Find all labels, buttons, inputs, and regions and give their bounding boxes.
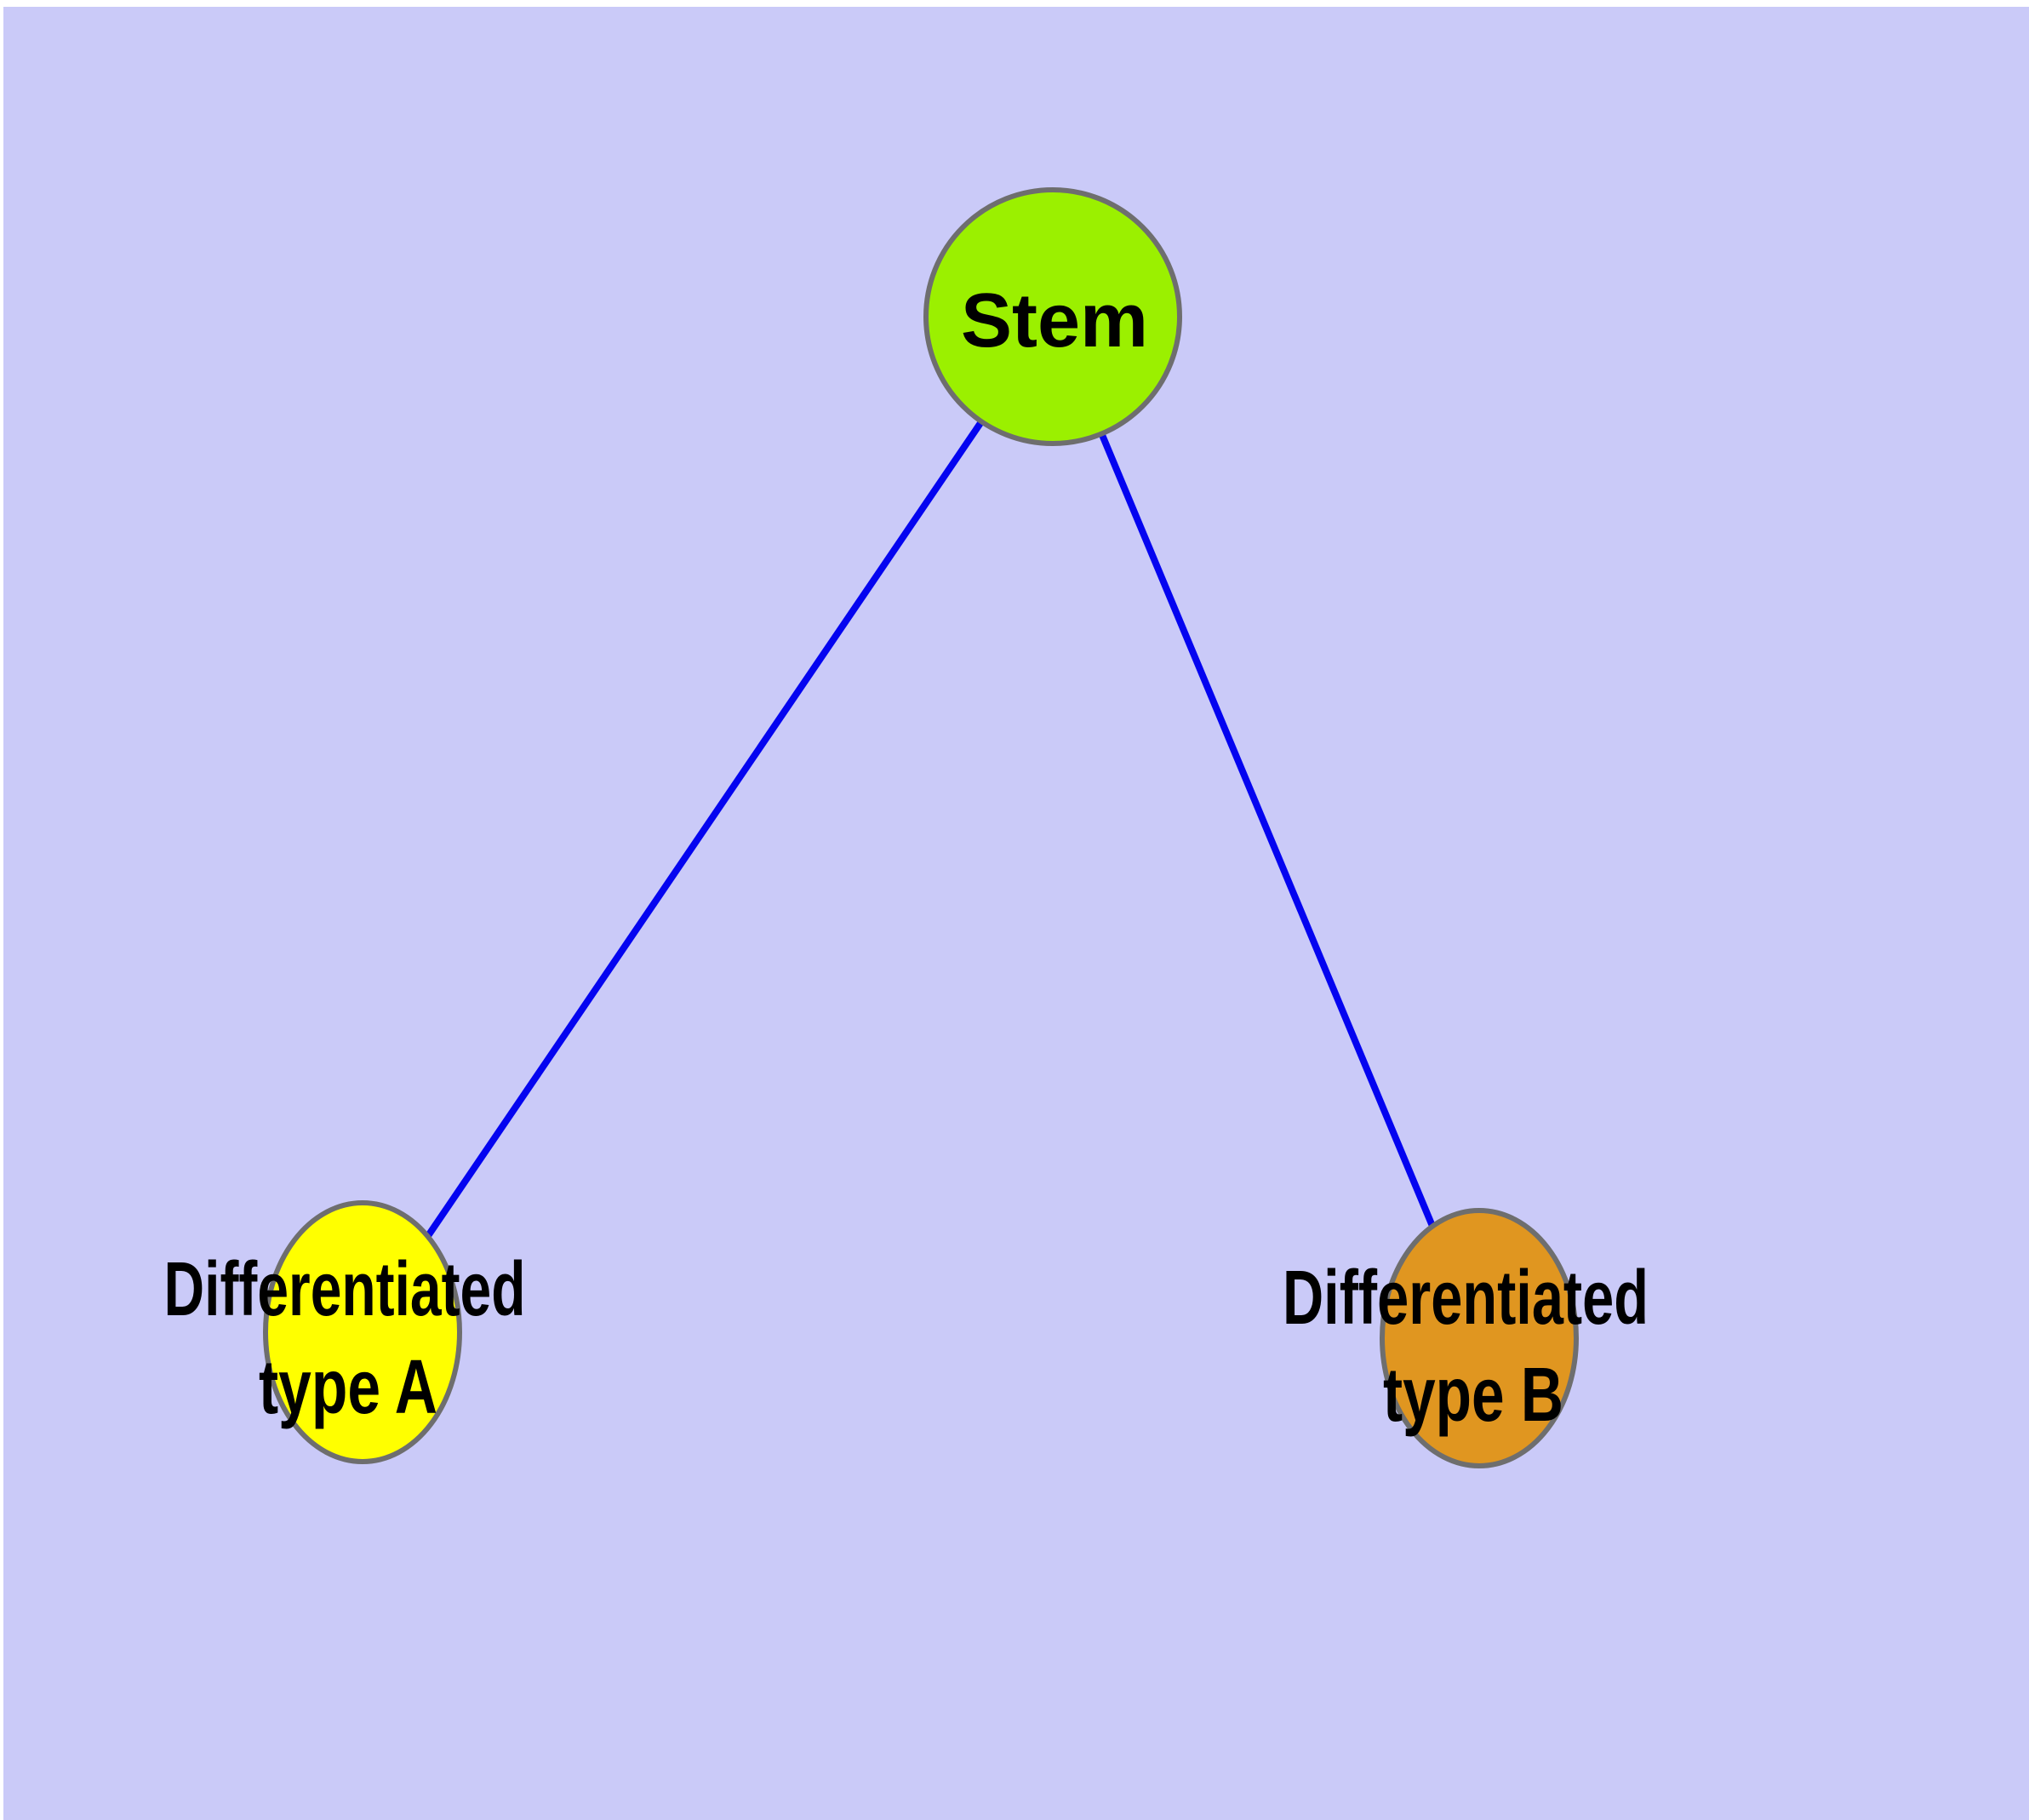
- stem-node-circle: [923, 187, 1182, 446]
- type-a-label-line-1: Differentiated: [164, 1247, 526, 1332]
- type-b-label-line-1: Differentiated: [1283, 1256, 1649, 1341]
- label-group: Stem Differentiated type A Differentiate…: [164, 278, 1649, 1438]
- edge-group: [359, 314, 1483, 1340]
- stem-node-label: Stem: [961, 278, 1148, 363]
- differentiated-type-a-label: Differentiated type A: [164, 1247, 526, 1430]
- type-b-label-line-2: type B: [1383, 1353, 1563, 1438]
- differentiated-type-b-label: Differentiated type B: [1283, 1256, 1649, 1438]
- differentiated-type-b-node-ellipse: [1380, 1208, 1579, 1468]
- type-a-label-line-2: type A: [259, 1345, 437, 1430]
- edge-stem-to-type-a: [359, 314, 1056, 1335]
- differentiated-type-a-node-ellipse: [263, 1200, 462, 1464]
- edge-stem-to-type-b: [1049, 315, 1483, 1340]
- node-group: [263, 187, 1579, 1468]
